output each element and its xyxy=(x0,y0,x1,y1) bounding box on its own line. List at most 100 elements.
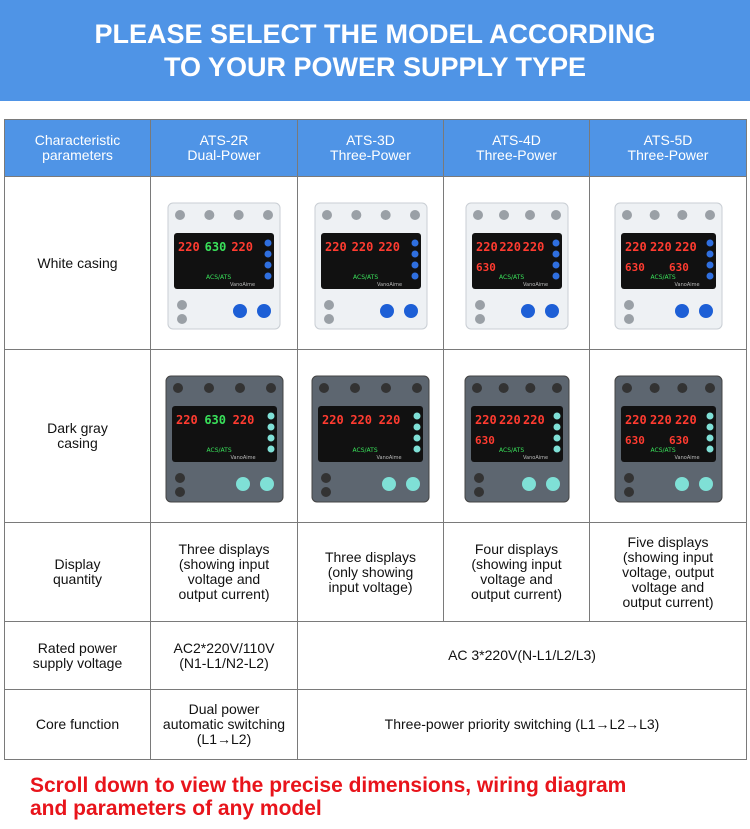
indicator-dot xyxy=(706,423,713,431)
display-panel xyxy=(318,406,423,462)
header-ats-4d: ATS-4D Three-Power xyxy=(443,119,590,177)
core-ats-2r: Dual power automatic switching (L1→L2) xyxy=(150,689,298,760)
reading-text: 220 xyxy=(178,240,200,254)
brand-label: VanoAime xyxy=(377,455,402,461)
terminal-screw xyxy=(175,210,185,220)
terminal-screw xyxy=(472,210,483,220)
reading-text: 630 xyxy=(475,434,495,447)
terminal-screw xyxy=(177,300,187,310)
banner-line-2: TO YOUR POWER SUPPLY TYPE xyxy=(163,51,587,82)
terminal-screw xyxy=(233,210,244,220)
terminal-screw xyxy=(623,487,634,497)
push-button xyxy=(235,477,250,491)
reading-text: 220 xyxy=(350,413,372,427)
indicator-dot xyxy=(413,434,421,442)
terminal-screw xyxy=(323,300,334,310)
push-button xyxy=(406,477,420,491)
push-button xyxy=(233,304,247,318)
acs-label: ACS/ATS xyxy=(499,274,524,281)
push-button xyxy=(544,304,559,318)
terminal-screw xyxy=(321,487,331,497)
terminal-screw xyxy=(621,210,632,220)
terminal-screw xyxy=(704,210,715,220)
terminal-screw xyxy=(676,383,687,393)
terminal-screw xyxy=(234,383,245,393)
brand-label: VanoAime xyxy=(377,282,402,288)
indicator-dot xyxy=(552,239,559,247)
push-button xyxy=(674,477,689,491)
display-ats-2r: Three displays (showing input voltage an… xyxy=(150,522,298,622)
footer-line-1: Scroll down to view the precise dimensio… xyxy=(30,774,627,797)
header-ats-5d: ATS-5D Three-Power xyxy=(589,119,747,177)
terminal-screw xyxy=(204,210,215,220)
brand-label: VanoAime xyxy=(674,455,699,461)
terminal-screw xyxy=(676,210,687,220)
indicator-dot xyxy=(413,445,421,453)
terminal-screw xyxy=(381,383,391,393)
terminal-screw xyxy=(473,487,484,497)
acs-label: ACS/ATS xyxy=(206,274,231,281)
indicator-dot xyxy=(411,239,418,247)
reading-text: 630 xyxy=(205,240,227,254)
top-banner: PLEASE SELECT THE MODEL ACCORDING TO YOU… xyxy=(0,0,750,101)
terminal-screw xyxy=(551,383,562,393)
indicator-dot xyxy=(413,412,421,420)
indicator-dot xyxy=(264,250,272,258)
reading-text: 220 xyxy=(232,413,254,427)
label-rated-voltage: Rated power supply voltage xyxy=(4,621,151,690)
core-three-power: Three-power priority switching (L1→L2→L3… xyxy=(297,689,747,760)
display-panel xyxy=(174,233,274,289)
indicator-dot xyxy=(264,272,272,280)
terminal-screw xyxy=(321,473,331,483)
header-ats-2r: ATS-2R Dual-Power xyxy=(150,119,298,177)
terminal-screw xyxy=(321,210,332,220)
indicator-dot xyxy=(264,239,272,247)
header-characteristic: Characteristic parameters xyxy=(4,119,151,177)
indicator-dot xyxy=(552,250,559,258)
acs-label: ACS/ATS xyxy=(650,447,675,454)
display-panel xyxy=(620,406,716,462)
indicator-dot xyxy=(413,423,421,431)
push-button xyxy=(674,304,689,318)
push-button xyxy=(257,304,271,318)
display-ats-3d: Three displays (only showing input volta… xyxy=(297,522,444,622)
header-ats-3d: ATS-3D Three-Power xyxy=(297,119,444,177)
brand-label: VanoAime xyxy=(674,282,699,288)
terminal-screw xyxy=(263,210,273,220)
reading-text: 630 xyxy=(625,261,645,274)
reading-text: 220 xyxy=(176,413,198,427)
terminal-screw xyxy=(177,314,187,324)
terminal-screw xyxy=(623,314,634,324)
brand-label: VanoAime xyxy=(230,282,255,288)
indicator-dot xyxy=(706,261,713,269)
reading-text: 220 xyxy=(476,240,498,254)
push-button xyxy=(521,477,536,491)
reading-text: 220 xyxy=(231,240,253,254)
indicator-dot xyxy=(267,423,274,431)
terminal-screw xyxy=(704,383,715,393)
brand-label: VanoAime xyxy=(230,455,255,461)
banner-line-1: PLEASE SELECT THE MODEL ACCORDING xyxy=(94,18,656,49)
push-button xyxy=(520,304,535,318)
terminal-screw xyxy=(203,383,214,393)
footer-note: Scroll down to view the precise dimensio… xyxy=(30,774,730,820)
terminal-screw xyxy=(172,383,183,393)
terminal-screw xyxy=(498,383,509,393)
reading-text: 220 xyxy=(625,240,647,254)
terminal-screw xyxy=(174,473,185,483)
reading-text: 220 xyxy=(650,240,672,254)
terminal-screw xyxy=(380,210,391,220)
indicator-dot xyxy=(267,412,274,420)
row-core-function: Core function Dual power automatic switc… xyxy=(4,689,747,760)
indicator-dot xyxy=(267,434,274,442)
reading-text: 220 xyxy=(675,413,697,427)
